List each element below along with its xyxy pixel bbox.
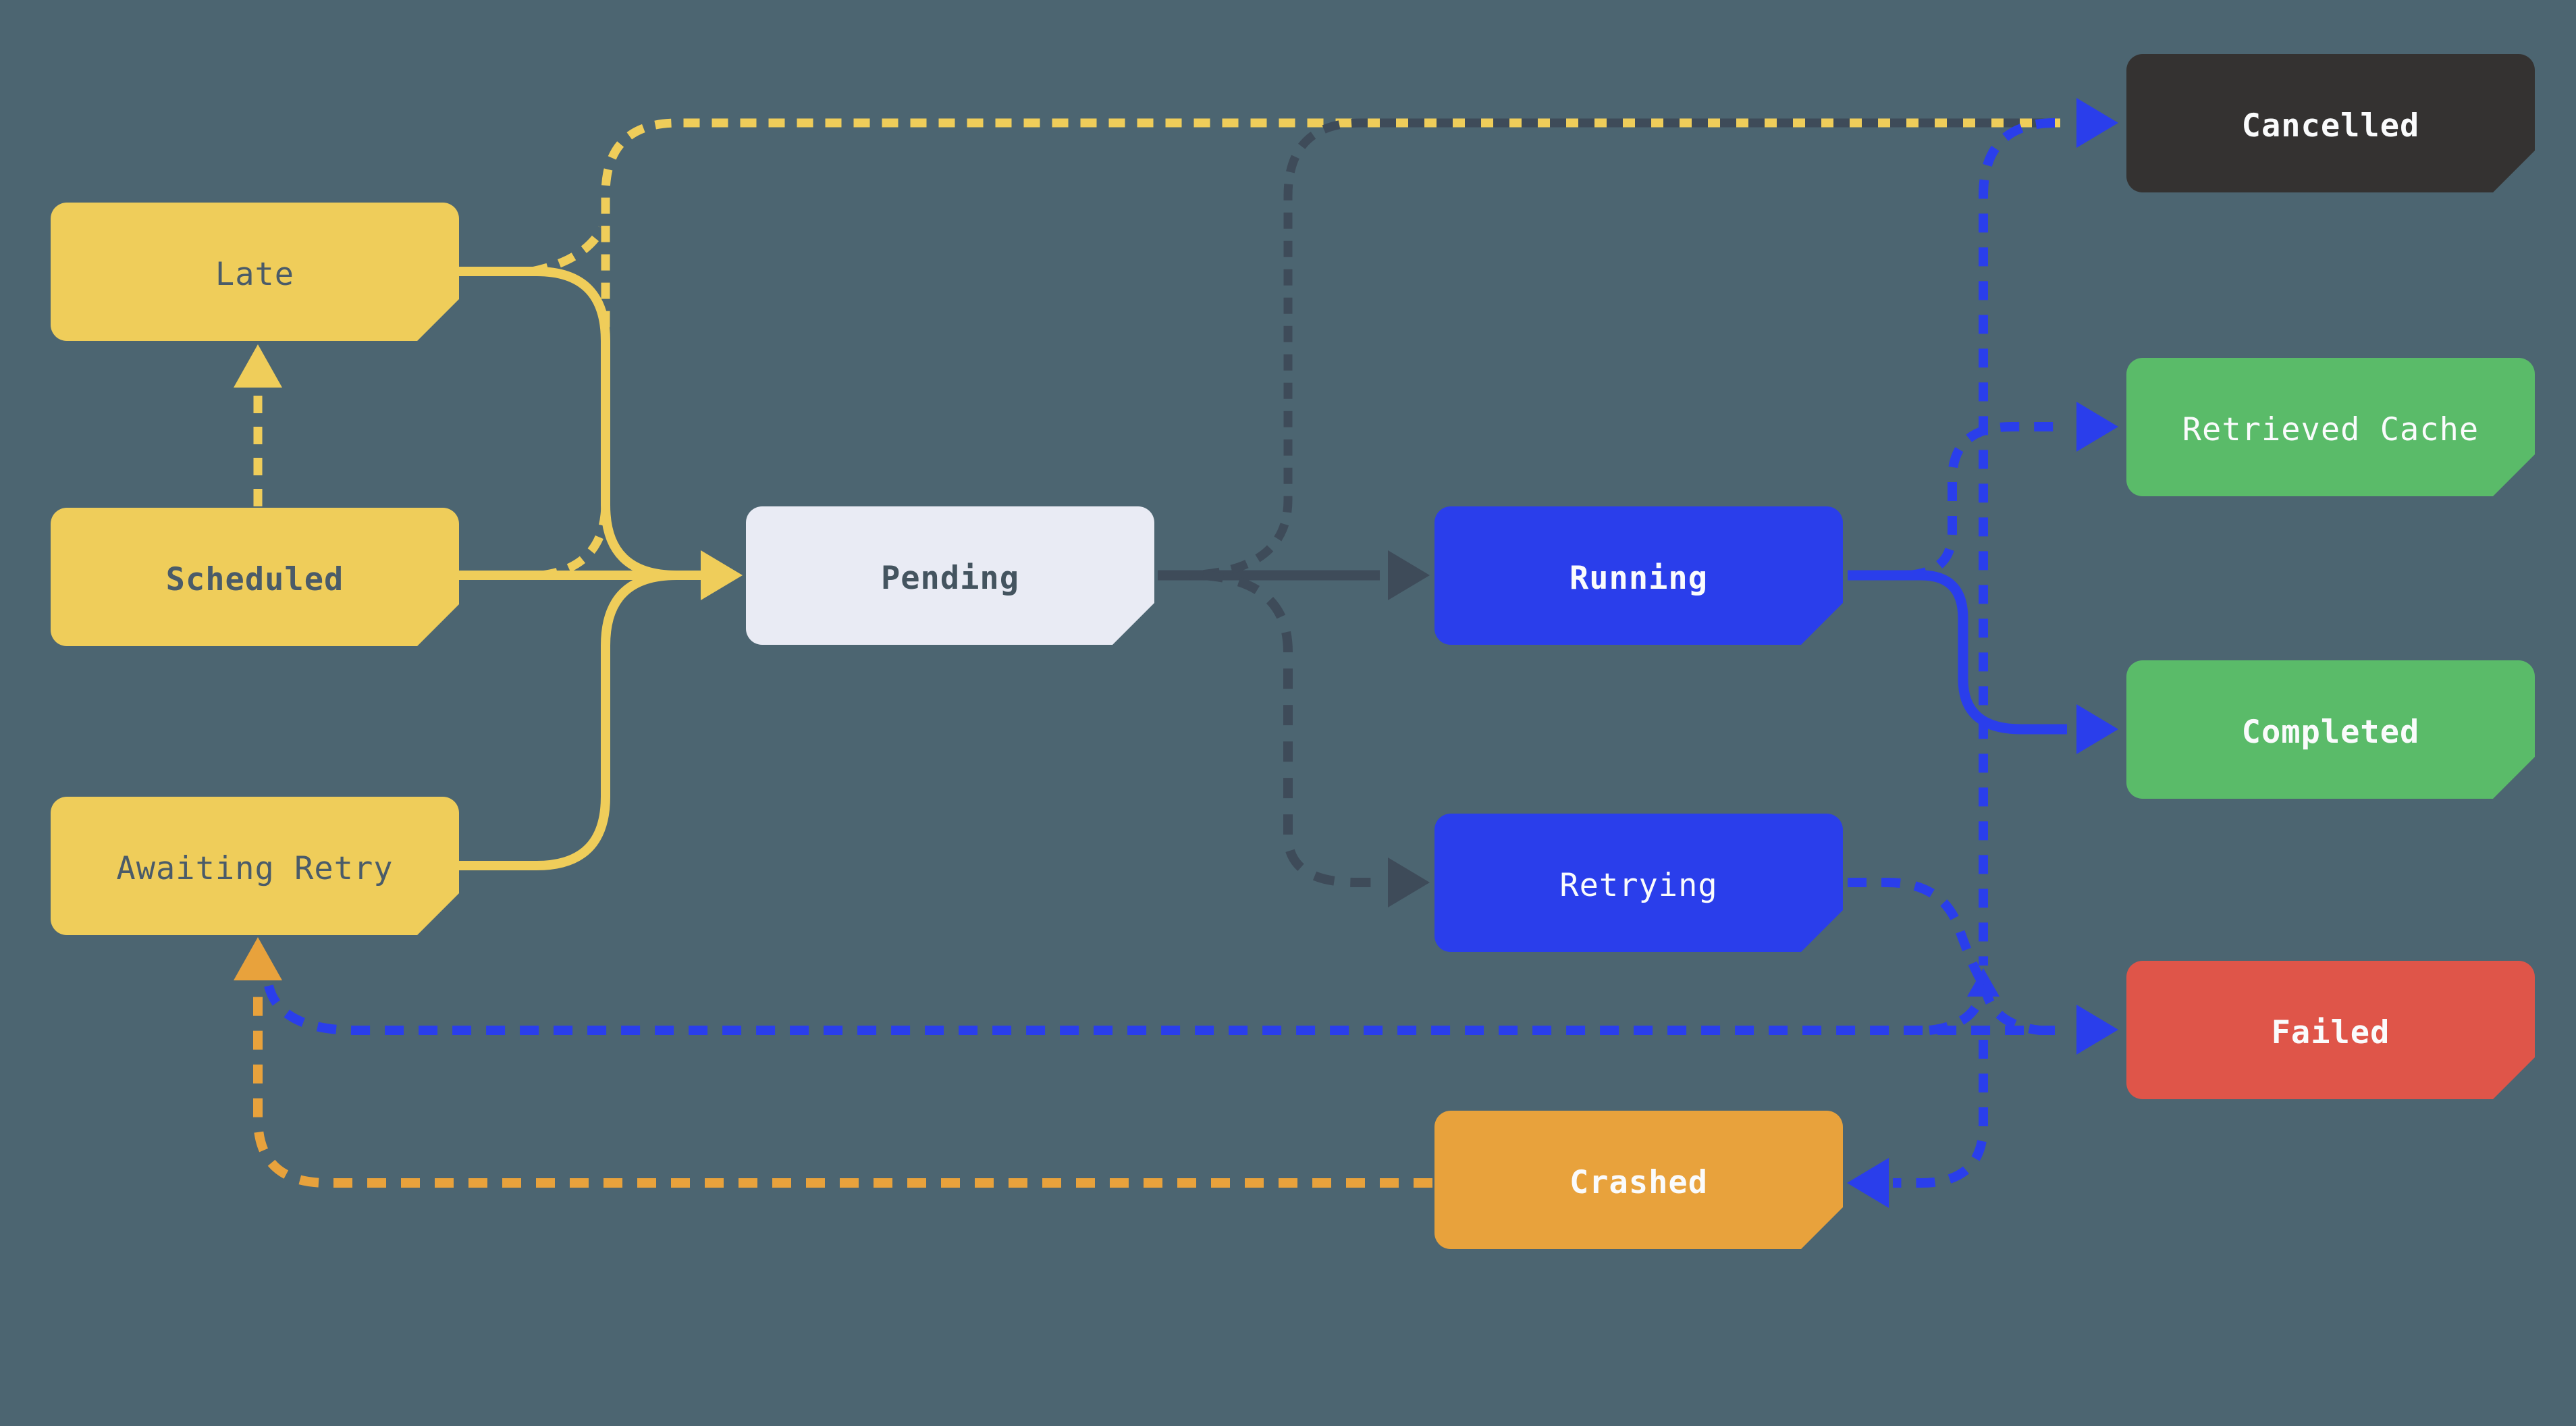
arrowhead-scheduled-to-late-icon [234, 344, 282, 388]
edge-line-retrying-to-failed [1980, 983, 2041, 1035]
edge-line-running-to-cancelled [1979, 118, 2056, 966]
arrowhead-retrying-to-crashed-icon [1847, 1158, 1889, 1208]
state-box-pending [746, 506, 1154, 645]
state-box-failed [2126, 961, 2535, 1099]
state-completed: Completed [2126, 660, 2535, 799]
edge-running-to-retrieved-cache [1907, 402, 2118, 580]
edge-line-retrying-to-crashed [1848, 878, 1986, 984]
edge-retrying-to-crashed [1847, 878, 2000, 1208]
state-crashed: Crashed [1434, 1111, 1843, 1249]
state-awaiting-retry: Awaiting Retry [51, 797, 459, 935]
state-box-cancelled [2126, 54, 2535, 192]
state-label-failed: Failed [2272, 1014, 2390, 1051]
edge-pending-to-retrying [1202, 571, 1430, 907]
arrowhead-scheduled-to-pending-icon [701, 550, 743, 600]
edge-line-late-to-pending [459, 267, 702, 580]
edge-scheduled-to-cancelled [531, 118, 2060, 580]
arrowhead-running-to-retrieved-cache-icon [2076, 402, 2118, 452]
state-label-scheduled: Scheduled [166, 561, 344, 598]
state-label-running: Running [1569, 560, 1708, 597]
state-box-late [51, 203, 459, 341]
edge-scheduled-to-late [234, 344, 282, 506]
edge-line-pending-to-retrying [1202, 571, 1387, 887]
state-label-retrieved-cache: Retrieved Cache [2182, 411, 2479, 448]
arrowhead-retrying-to-crashed-icon [1967, 968, 2000, 997]
arrowhead-pending-to-running-icon [1388, 550, 1430, 600]
edge-line-crashed-to-awaiting-retry [253, 986, 1432, 1188]
state-late: Late [51, 203, 459, 341]
state-retrieved-cache: Retrieved Cache [2126, 358, 2535, 496]
state-box-awaiting-retry [51, 797, 459, 935]
state-box-scheduled [51, 508, 459, 646]
state-retrying: Retrying [1434, 814, 1843, 952]
state-label-late: Late [215, 256, 294, 293]
state-label-cancelled: Cancelled [2242, 107, 2420, 144]
state-label-pending: Pending [881, 560, 1019, 597]
arrowhead-crashed-to-awaiting-retry-icon [234, 937, 282, 980]
edge-pending-to-cancelled [1189, 118, 2060, 580]
edge-line-failed-to-awaiting-retry [264, 984, 2055, 1035]
arrowhead-running-to-completed-icon [2076, 704, 2118, 754]
edge-crashed-to-awaiting-retry [234, 937, 1432, 1188]
state-box-retrying [1434, 814, 1843, 952]
edge-line-retrying-to-crashed [1893, 1040, 1988, 1188]
state-pending: Pending [746, 506, 1154, 645]
edge-failed-to-awaiting-retry [264, 984, 2118, 1055]
state-failed: Failed [2126, 961, 2535, 1099]
edge-late-to-pending [459, 267, 702, 580]
state-label-awaiting-retry: Awaiting Retry [116, 850, 393, 887]
edge-pending-to-running [1158, 550, 1430, 600]
edge-line-running-to-completed [1848, 570, 2067, 735]
state-box-running [1434, 506, 1843, 645]
state-cancelled: Cancelled [2126, 54, 2535, 192]
edge-line-scheduled-to-cancelled [531, 226, 606, 276]
state-box-crashed [1434, 1111, 1843, 1249]
state-label-retrying: Retrying [1559, 867, 1717, 904]
arrowhead-pending-to-retrying-icon [1388, 857, 1430, 907]
state-running: Running [1434, 506, 1843, 645]
state-label-completed: Completed [2242, 714, 2420, 751]
arrowhead-running-to-cancelled-icon [2076, 98, 2118, 148]
state-box-completed [2126, 660, 2535, 799]
edge-line-awaiting-retry-to-pending [459, 571, 702, 870]
edge-running-to-completed [1848, 570, 2118, 754]
edge-line-scheduled-to-cancelled [541, 118, 2060, 580]
edge-running-to-cancelled [1979, 98, 2118, 966]
state-label-crashed: Crashed [1569, 1164, 1708, 1201]
state-scheduled: Scheduled [51, 508, 459, 646]
arrowhead-failed-to-awaiting-retry-icon [2076, 1005, 2118, 1055]
edge-awaiting-retry-to-pending [459, 571, 702, 870]
state-box-retrieved-cache [2126, 358, 2535, 496]
edge-line-pending-to-cancelled [1189, 118, 2060, 580]
